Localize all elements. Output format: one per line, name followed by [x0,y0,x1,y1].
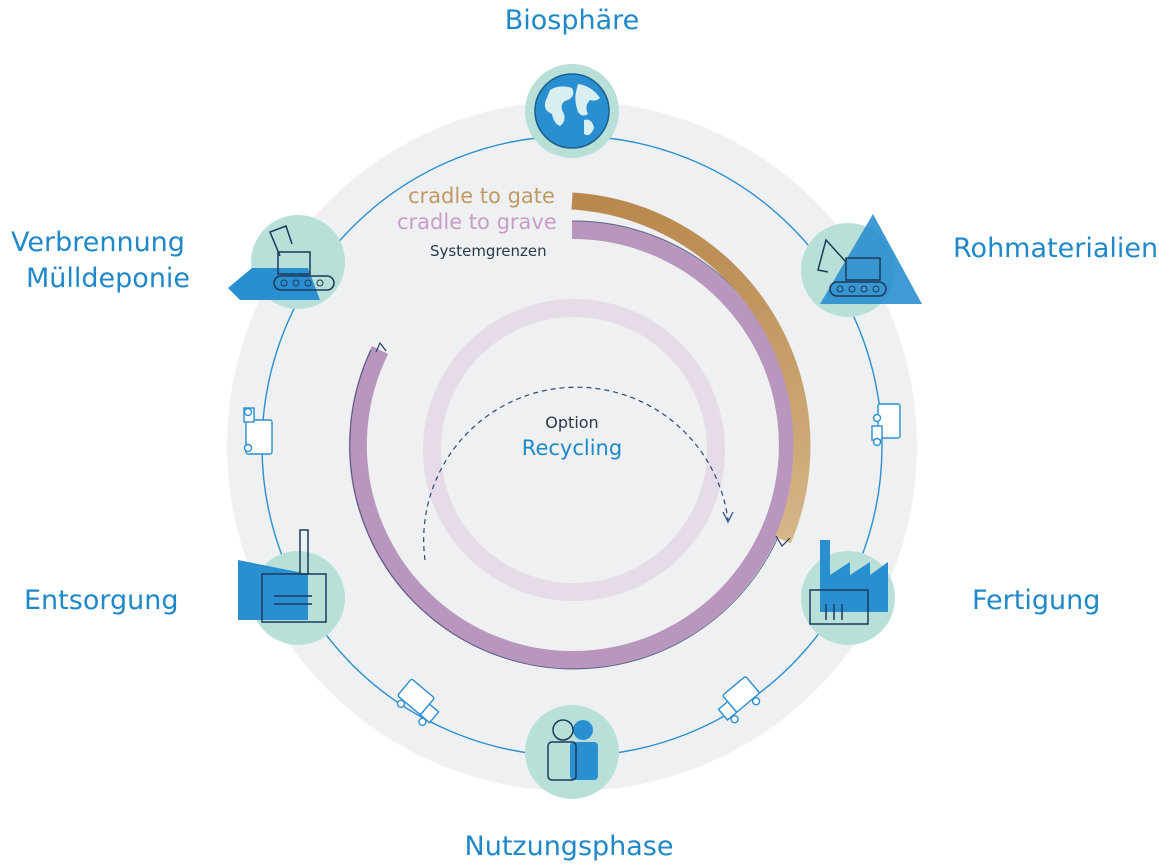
label-raw-materials: Rohmaterialien [953,233,1159,264]
incinerator-icon [238,529,327,623]
landfill-excavator-icon [228,225,335,300]
excavator-icon [817,214,922,304]
factory-icon [809,540,888,625]
label-landfill: Mülldeponie [26,263,191,294]
disposal-node [238,529,345,645]
biosphere-node [525,64,619,158]
truck-icon [396,678,440,727]
legend-cradle-to-gate: cradle to gate [408,184,555,208]
cradle-to-gate-arc [571,192,811,544]
truck-icon [717,676,761,724]
legend-system-boundaries: Systemgrenzen [430,242,547,260]
legend-cradle-to-grave: cradle to grave [397,210,557,234]
grave-arc-arrowhead [375,341,387,353]
recycling-dashed-arrow [423,386,729,561]
recycling-ring [423,299,725,601]
label-use-phase: Nutzungsphase [464,831,674,862]
gate-arc-arrowhead [775,535,791,547]
label-biosphere: Biosphäre [504,5,640,36]
recycling-arrowhead [722,511,734,524]
ring-background [227,101,917,791]
manufacturing-node [801,540,895,645]
people-icon [547,719,598,781]
label-disposal: Entsorgung [24,585,179,616]
use-phase-node [525,705,619,799]
center-recycling-label: Recycling [521,436,623,460]
truck-icon [243,407,273,455]
label-manufacturing: Fertigung [972,585,1101,616]
label-incineration: Verbrennung [11,227,185,258]
landfill-node [228,215,345,309]
globe-icon [534,73,610,149]
center-option-label: Option [545,413,599,432]
cradle-to-grave-arc [348,220,797,669]
truck-icon [871,403,901,447]
raw-materials-node [801,214,922,317]
